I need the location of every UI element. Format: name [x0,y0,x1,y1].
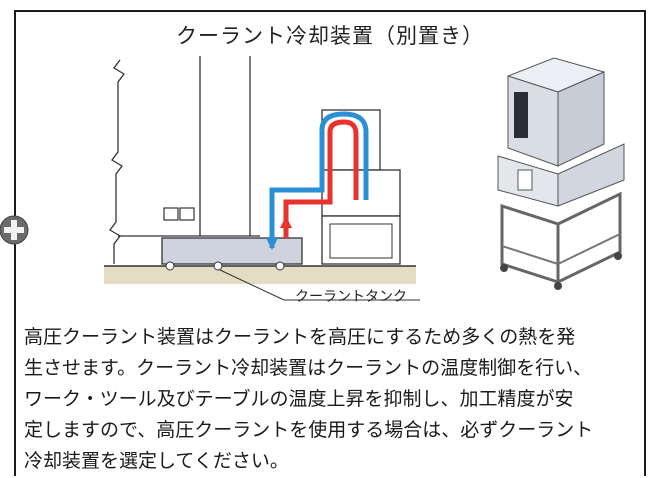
hinge-icon [0,215,29,245]
tank-wheel-2 [213,261,223,271]
cold-pipe [269,111,369,248]
stand-rail [501,245,559,265]
cooler-stand-panel [329,223,393,259]
hot-pipe-arrow [280,216,292,228]
control-panel [517,169,533,191]
floor [104,266,416,284]
caster-3 [614,252,622,260]
caster-1 [500,264,508,272]
cooler-body-side [557,143,625,207]
stand-rail-2 [557,233,621,265]
cooler-mid [321,169,401,217]
tank-wheel-3 [275,261,285,271]
coolant-tank [161,237,303,265]
cooler-stand [321,215,401,265]
coolant-tank-label: クーラントタンク [295,289,407,305]
outlet-box-2 [179,207,195,221]
vent-grille [514,92,528,138]
coolant-cooler-illustration [497,57,625,290]
machine-wall-break [109,59,125,264]
caster-2 [554,282,562,290]
stand-front [500,203,560,285]
description-text: 高圧クーラント装置はクーラントを高圧にするため多くの熱を発 生させます。クーラン… [24,326,594,472]
content-frame: クーラント冷却装置（別置き） クーラントタンク [14,10,646,476]
outlet-box-1 [163,207,179,221]
tank-wheel-1 [165,261,175,271]
hot-pipe [283,119,359,238]
figure-title: クーラント冷却装置（別置き） [176,24,484,48]
cold-pipe-arrow [266,238,278,250]
coolant-system-diagram [104,56,420,301]
cooler-housing-side [557,71,605,167]
stand-side [556,191,622,285]
tank-callout-line [219,269,285,301]
